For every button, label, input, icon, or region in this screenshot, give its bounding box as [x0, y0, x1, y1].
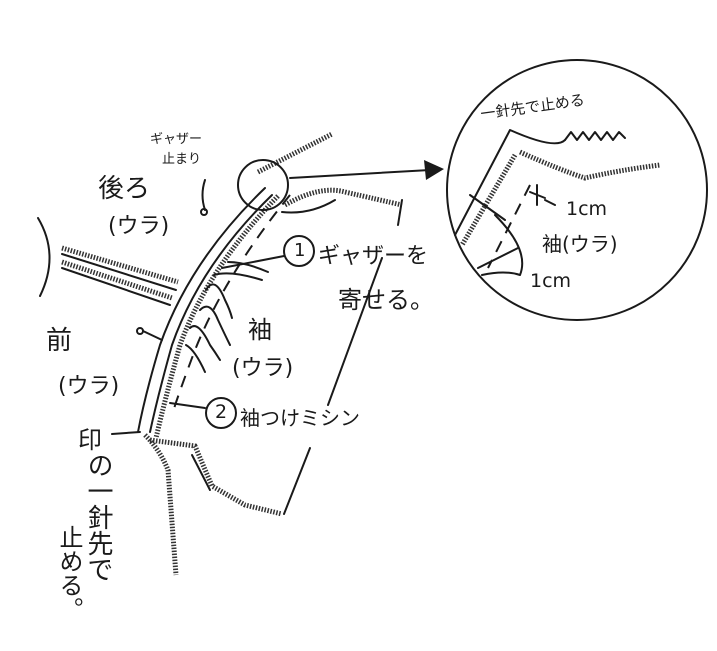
mark-leader [111, 431, 141, 435]
step1-leader [221, 255, 285, 269]
sleeve-top-line [281, 199, 403, 226]
gather-stop-leader [201, 179, 206, 211]
inset-seam-hatch [518, 149, 661, 181]
back-label: 後ろ [98, 174, 151, 204]
shoulder-strip-top [61, 245, 179, 285]
front-leader [142, 330, 163, 341]
step2-circle [205, 397, 237, 429]
step2-number: 2 [215, 401, 228, 423]
arrow-line [289, 169, 431, 179]
inset-left-hatch [459, 153, 518, 247]
front-label: 前 [46, 326, 73, 356]
back-side-label: (ウラ) [108, 214, 170, 239]
gather-stop-label-1: ギャザー [150, 132, 203, 147]
inset-cross [529, 184, 556, 206]
back-edge [256, 131, 334, 175]
sleeve-lower-line [191, 454, 211, 491]
step2-text: 袖つけミシン [240, 406, 360, 430]
step2-leader [169, 402, 206, 409]
armhole-inner [149, 194, 273, 433]
inset-seam-allowance-2: 1cm [530, 270, 572, 292]
mark-instruction-1: の一針先で [83, 452, 113, 582]
step1-circle [283, 235, 315, 267]
leader-dot [200, 208, 208, 216]
detail-circle-small [237, 159, 289, 211]
step1-text-2: 寄せる。 [338, 286, 434, 314]
detail-inset-circle [446, 59, 708, 321]
sleeve-label: 袖 [248, 316, 272, 344]
gather-stop-label-2: 止まり [162, 152, 202, 167]
front-lower-edge [143, 433, 179, 576]
inset-dashed [487, 184, 531, 269]
inset-sleeve-label: 袖(ウラ) [542, 232, 618, 256]
mark-label: 印 [78, 426, 102, 454]
mark-instruction-2: 止める。 [55, 525, 83, 621]
inset-seam-allowance-1: 1cm [566, 198, 608, 220]
sleeve-top-edge [283, 187, 403, 208]
inset-upper-zigzag [564, 131, 626, 141]
sleeve-lower-edge [149, 437, 283, 517]
step1-text-1: ギャザーを [318, 244, 429, 269]
bracket-line [283, 257, 383, 515]
armhole-outer [137, 187, 266, 433]
gather-strokes [185, 261, 269, 373]
sleeve-side-label: (ウラ) [232, 356, 294, 381]
stitch-line [171, 194, 291, 416]
step1-number: 1 [294, 240, 306, 261]
inset-left-lines [469, 194, 519, 269]
shoulder-strip-lines [61, 253, 177, 306]
front-side-label: (ウラ) [58, 374, 120, 399]
left-arc [37, 217, 51, 297]
inset-upper-piece [454, 129, 566, 236]
shoulder-strip-bottom [61, 259, 173, 301]
arrow-head [424, 160, 444, 180]
inset-sleeve-curve [481, 214, 524, 276]
